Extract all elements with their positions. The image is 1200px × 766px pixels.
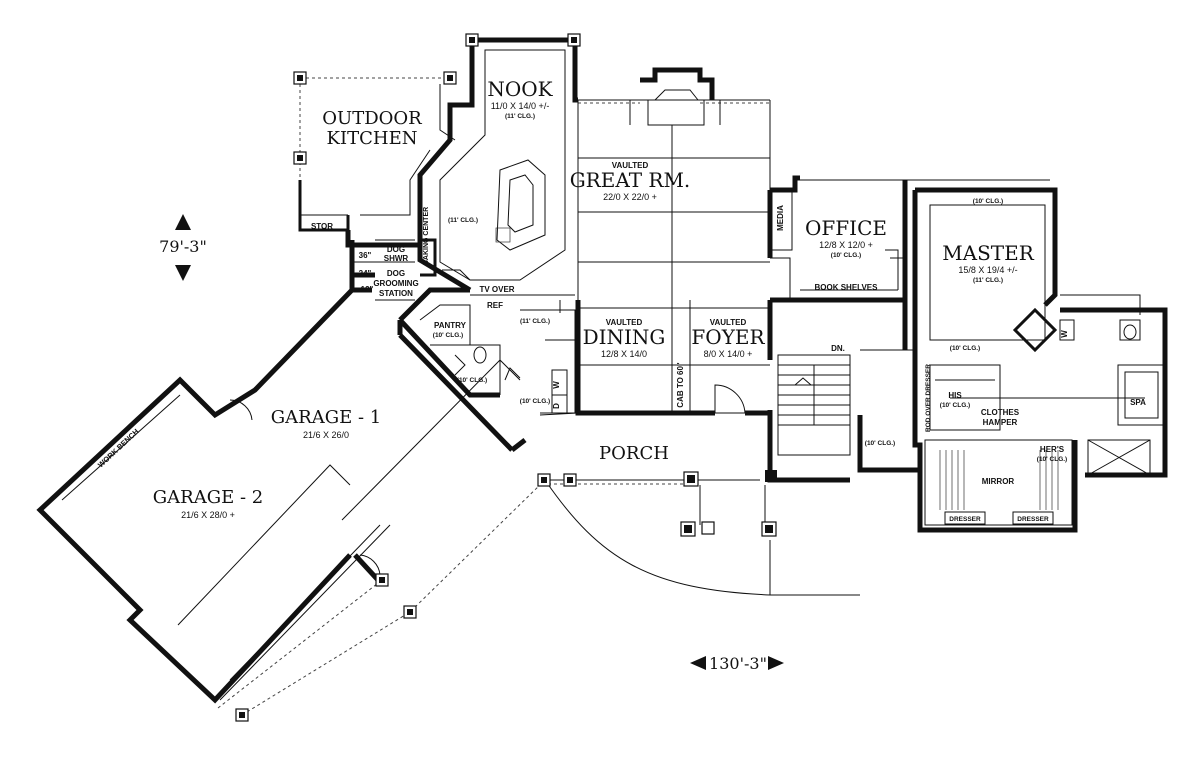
nook-kitchen-walls xyxy=(417,33,581,293)
mirror-label: MIRROR xyxy=(982,477,1015,486)
great-room-name: GREAT RM. xyxy=(570,168,691,192)
dim-24: 24" xyxy=(359,269,372,278)
nook-dims: 11/0 X 14/0 +/- xyxy=(491,101,550,111)
office-walls xyxy=(767,175,908,303)
dining-name: DINING xyxy=(583,325,666,349)
hers-label: HER'S xyxy=(1040,445,1065,454)
master-clg: (11' CLG.) xyxy=(973,277,1003,284)
garage2-name: GARAGE - 2 xyxy=(153,487,263,508)
laundry-clg: (10' CLG.) xyxy=(520,398,550,405)
ref-label: REF xyxy=(487,301,503,310)
washer-label: W xyxy=(552,381,561,389)
book-shelves-label: BOOK SHELVES xyxy=(815,283,879,292)
bath-clg: (10' CLG.) xyxy=(457,377,487,384)
baking-center-label: BAKING CENTER xyxy=(423,207,430,265)
master-w-label: W xyxy=(1060,330,1069,338)
office-dims: 12/8 X 12/0 + xyxy=(819,240,873,250)
overall-dimensions: 79'-3" 130'-3" xyxy=(159,214,784,673)
nook-clg: (11' CLG.) xyxy=(505,113,535,120)
master-low-clg: (10' CLG.) xyxy=(950,345,980,352)
his-label: HIS xyxy=(948,391,962,400)
master-top-clg: (10' CLG.) xyxy=(973,198,1003,205)
hers-clg: (10' CLG.) xyxy=(1037,456,1067,463)
foyer-name: FOYER xyxy=(691,325,765,349)
dn-label: DN. xyxy=(831,344,845,353)
porch-name: PORCH xyxy=(599,443,669,464)
great-room-dims: 22/0 X 22/0 + xyxy=(603,192,657,202)
nook-name: NOOK xyxy=(487,77,553,101)
dresser-2: DRESSER xyxy=(1017,516,1049,523)
nook-island-clg: (11' CLG.) xyxy=(520,318,550,325)
dining-vaulted: VAULTED xyxy=(606,318,643,327)
master-dims: 15/8 X 19/4 +/- xyxy=(958,265,1017,275)
work-bench-label: WORK BENCH xyxy=(96,427,141,469)
dog-shwr-line2: SHWR xyxy=(384,254,409,263)
stor-label: STOR xyxy=(311,222,333,231)
dresser-1: DRESSER xyxy=(949,516,981,523)
spa-label: SPA xyxy=(1130,398,1146,407)
media-label: MEDIA xyxy=(776,205,785,231)
dog-groom-line2: GROOMING xyxy=(373,279,418,288)
outdoor-kitchen-line1: OUTDOOR xyxy=(322,108,422,129)
dining-dims: 12/8 X 14/0 xyxy=(601,349,647,359)
rod-over-dresser: ROD OVER DRESSER xyxy=(925,364,932,432)
kitchen-clg: (11' CLG.) xyxy=(448,217,478,224)
overall-width: 130'-3" xyxy=(709,654,767,673)
his-bath-clg: (10' CLG.) xyxy=(865,440,895,447)
dog-groom-line1: DOG xyxy=(387,269,405,278)
master-name: MASTER xyxy=(942,241,1035,265)
his-clg: (10' CLG.) xyxy=(940,402,970,409)
great-room-grid xyxy=(575,67,771,416)
foyer-dims: 8/0 X 14/0 + xyxy=(704,349,753,359)
great-room-vaulted: VAULTED xyxy=(612,161,649,170)
pantry-name: PANTRY xyxy=(434,321,467,330)
master-suite-walls xyxy=(905,179,1168,533)
foyer-vaulted: VAULTED xyxy=(710,318,747,327)
dog-groom-line3: STATION xyxy=(379,289,413,298)
dim-36: 36" xyxy=(359,251,372,260)
garage2-dims: 21/6 X 28/0 + xyxy=(181,510,235,520)
dryer-label: D xyxy=(552,403,561,409)
cab-to-60-label: CAB TO 60" xyxy=(676,362,685,408)
office-name: OFFICE xyxy=(805,216,887,240)
tv-over-label: TV OVER xyxy=(479,285,514,294)
dog-shwr-line1: DOG xyxy=(387,245,405,254)
overall-depth: 79'-3" xyxy=(159,237,207,256)
pantry-clg: (10' CLG.) xyxy=(433,332,463,339)
garage-walls xyxy=(36,275,546,722)
garage1-dims: 21/6 X 26/0 xyxy=(303,430,349,440)
clothes-hamper-1: CLOTHES xyxy=(981,408,1020,417)
room-labels: NOOK 11/0 X 14/0 +/- (11' CLG.) (11' CLG… xyxy=(96,77,1146,523)
stair-hall xyxy=(765,300,920,483)
garage1-name: GARAGE - 1 xyxy=(271,407,381,428)
office-clg: (10' CLG.) xyxy=(831,252,861,259)
porch-area xyxy=(537,412,860,596)
dim-12: 12" xyxy=(361,285,374,294)
clothes-hamper-2: HAMPER xyxy=(983,418,1018,427)
outdoor-kitchen-line2: KITCHEN xyxy=(327,128,418,149)
